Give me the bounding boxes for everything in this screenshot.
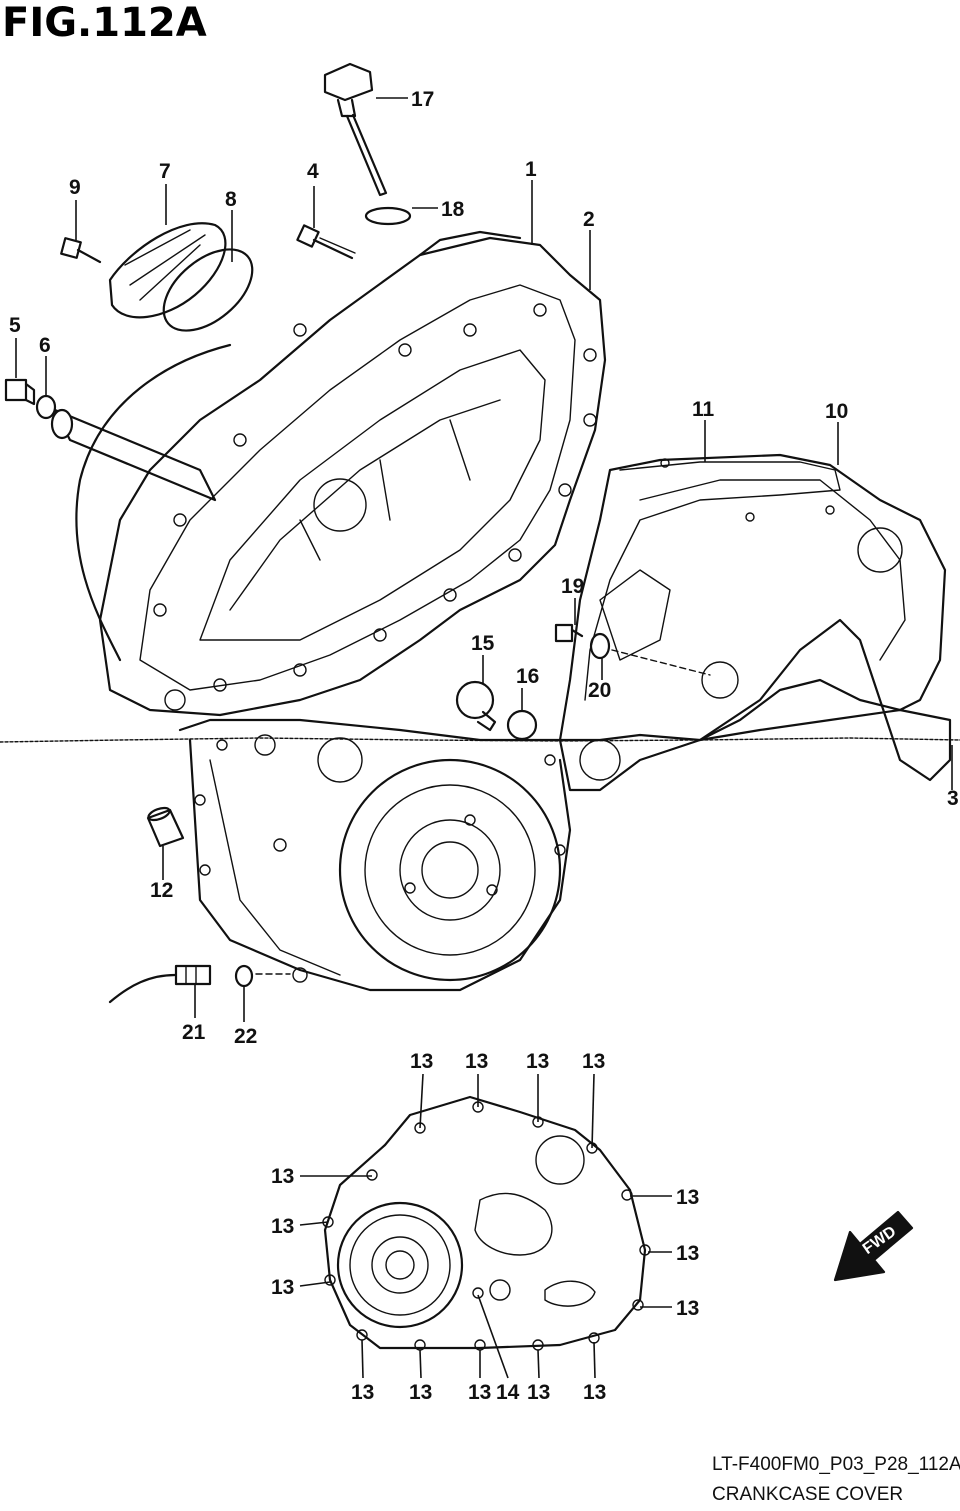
callout-13: 13	[271, 1165, 294, 1188]
callout-15: 15	[471, 632, 495, 655]
callout-13: 13	[676, 1297, 699, 1320]
plug-15	[455, 680, 497, 732]
bolt-9	[60, 237, 102, 264]
callout-13: 13	[583, 1381, 606, 1404]
callout-10: 10	[825, 400, 848, 423]
callout-13: 13	[527, 1381, 550, 1404]
callout-16: 16	[516, 665, 539, 688]
bolt-19	[554, 623, 584, 643]
fwd-arrow: FWD	[833, 1210, 914, 1282]
callout-2: 2	[583, 208, 595, 231]
callout-1: 1	[525, 158, 537, 181]
callout-21: 21	[182, 1021, 206, 1044]
outer-cover-13	[322, 1095, 651, 1351]
dowel-12	[146, 806, 185, 848]
o-ring-8	[162, 248, 254, 332]
washer-6	[35, 394, 57, 420]
break-line	[0, 737, 960, 743]
washer-20	[589, 632, 611, 660]
figure-caption: CRANKCASE COVER	[712, 1484, 903, 1505]
callout-17: 17	[411, 88, 434, 111]
callout-3: 3	[947, 787, 959, 810]
sensor-21	[108, 964, 212, 1004]
callout-4: 4	[307, 160, 319, 183]
callout-19: 19	[561, 575, 584, 598]
callout-13: 13	[468, 1381, 491, 1404]
callout-labels: 17 18 1 2 4 7 8 9 5 6 11 10 19 20 15 16 …	[9, 88, 959, 1404]
callout-14: 14	[496, 1381, 520, 1404]
callout-13: 13	[676, 1186, 699, 1209]
figure-code: LT-F400FM0_P03_P28_112A	[712, 1454, 960, 1475]
washer-22	[234, 964, 254, 988]
callout-5: 5	[9, 314, 21, 337]
callout-11: 11	[692, 398, 715, 421]
callout-13: 13	[271, 1215, 294, 1238]
callout-7: 7	[159, 160, 171, 183]
callout-13: 13	[582, 1050, 605, 1073]
callout-13: 13	[526, 1050, 549, 1073]
bolt-4	[296, 224, 356, 260]
callout-20: 20	[588, 679, 611, 702]
callout-13: 13	[465, 1050, 488, 1073]
oil-dipstick	[323, 62, 388, 197]
callout-13: 13	[410, 1050, 433, 1073]
leader-20-hole	[611, 649, 711, 676]
shaft	[50, 408, 217, 502]
crankcase-cover-outer	[178, 618, 952, 992]
figure-title: FIG.112A	[2, 0, 207, 46]
callout-12: 12	[150, 879, 173, 902]
o-ring-18	[364, 206, 412, 226]
cover-dome	[75, 343, 232, 662]
right-cover	[558, 453, 947, 792]
callout-22: 22	[234, 1025, 257, 1048]
seal-16	[506, 709, 538, 741]
cap-7	[108, 222, 227, 319]
callout-6: 6	[39, 334, 51, 357]
callout-18: 18	[441, 198, 465, 221]
gasket	[584, 461, 841, 701]
crankcase-cover-body	[98, 230, 607, 756]
callout-9: 9	[69, 176, 81, 199]
callout-13: 13	[271, 1276, 294, 1299]
callout-8: 8	[225, 188, 237, 211]
leader-lines	[15, 97, 953, 1379]
callout-13: 13	[351, 1381, 374, 1404]
callout-13: 13	[409, 1381, 432, 1404]
plug-5	[4, 378, 36, 406]
callout-13: 13	[676, 1242, 699, 1265]
